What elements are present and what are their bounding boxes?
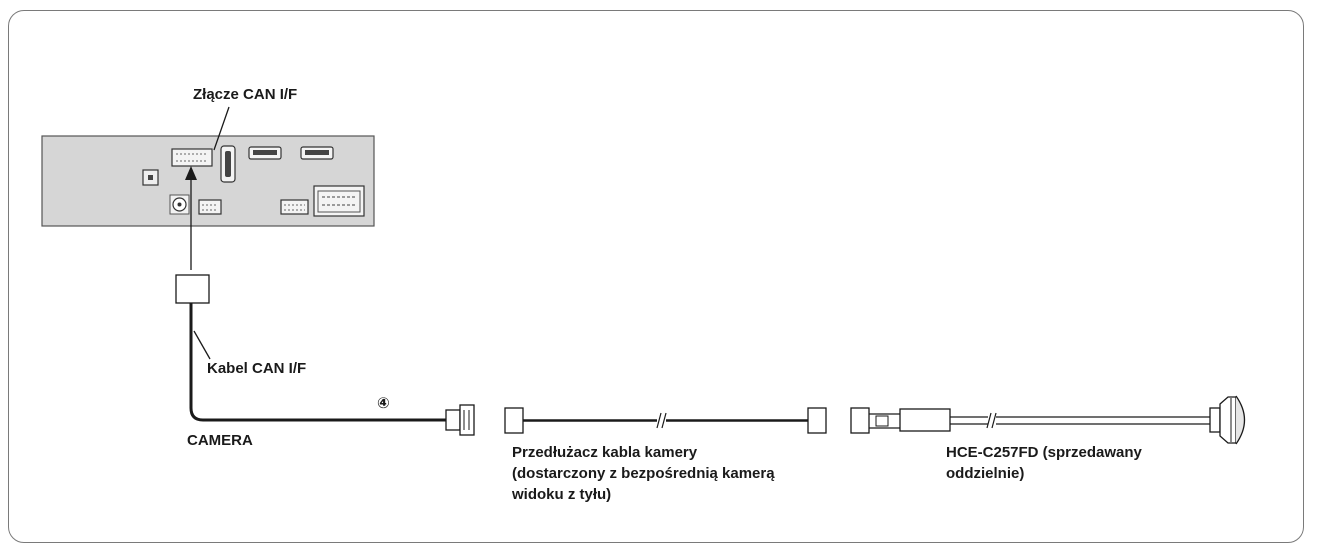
power-connector [313,185,365,217]
can-if-cable-plug [175,274,210,304]
extension-plug-left [504,407,524,434]
connector-label: Złącze CAN I/F [193,86,297,103]
camera-lens-housing [1219,396,1237,444]
hdmi-port [220,145,236,183]
insertion-arrow [185,166,197,270]
extension-label-line-3: widoku z tyłu) [511,486,611,503]
usb-port-1 [248,146,282,160]
camera-module-box [899,408,951,432]
camera-lens [1235,395,1246,445]
can-if-cable [189,303,448,422]
can-if-connector [171,148,213,167]
product-label-line-1: HCE-C257FD (sprzedawany [946,444,1143,461]
camera-extension-cable [504,407,827,434]
extension-label-line-1: Przedłużacz kabla kamery [512,444,698,461]
diagram-frame [8,10,1304,543]
step-number-badge: ④ [377,395,390,412]
camera-plug [445,404,475,436]
camera-label: CAMERA [187,432,253,449]
cable-break-mark-1 [656,412,662,429]
connector-leader-line [213,106,230,151]
cable-break-mark-2 [986,412,992,429]
usb-port-2 [300,146,334,160]
extension-label-line-2: (dostarczony z bezpośrednią kamerą [512,465,775,482]
multi-pin-connector-small [198,199,222,215]
small-connector [142,169,159,186]
cable-leader-line [193,330,211,360]
extension-plug-right [807,407,827,434]
multi-pin-connector-medium [280,199,309,215]
product-label-line-2: oddzielnie) [946,465,1024,482]
hce-c257fd-camera [850,395,1246,445]
round-connector [169,194,190,215]
head-unit-rear-panel [41,135,375,227]
cable-label: Kabel CAN I/F [207,360,306,377]
camera-cable-plug [850,407,870,434]
